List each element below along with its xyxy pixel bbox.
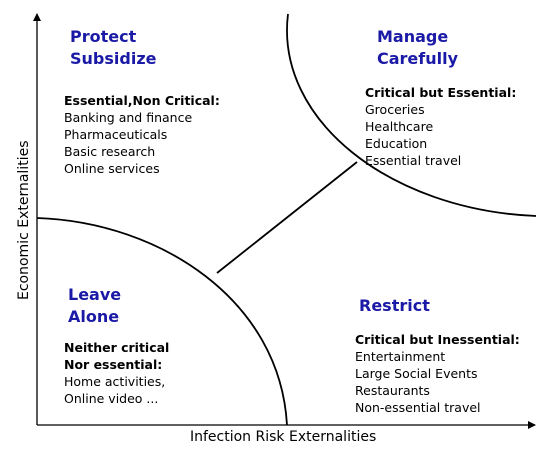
connector-line	[216, 161, 358, 274]
list-item: Essential travel	[365, 153, 462, 168]
list-item: Groceries	[365, 102, 425, 117]
quadrant-list-bottom-left: Neither critical Nor essential: Home act…	[64, 339, 169, 407]
list-header: Nor essential:	[64, 357, 163, 372]
title-line: Carefully	[377, 49, 459, 68]
bottom-left-curve	[36, 217, 288, 426]
title-line: Restrict	[359, 296, 430, 315]
top-right-curve	[286, 13, 537, 217]
list-header: Critical but Inessential:	[355, 332, 520, 347]
list-header: Essential,Non Critical:	[64, 93, 220, 108]
quadrant-title-manage: Manage Carefully	[377, 26, 458, 70]
list-item: Restaurants	[355, 383, 430, 398]
y-axis-label: Economic Externalities	[16, 140, 32, 300]
list-item: Banking and finance	[64, 110, 193, 125]
list-item: Online video ...	[64, 391, 159, 406]
list-header: Critical but Essential:	[365, 85, 517, 100]
quadrant-title-leave: Leave Alone	[68, 284, 121, 328]
quadrant-title-restrict: Restrict	[359, 295, 430, 317]
title-line: Subsidize	[70, 49, 157, 68]
title-line: Manage	[377, 27, 449, 46]
title-line: Leave	[68, 285, 122, 304]
quadrant-list-bottom-right: Critical but Inessential: Entertainment …	[355, 331, 520, 416]
quadrant-list-top-right: Critical but Essential: Groceries Health…	[365, 84, 516, 169]
list-item: Home activities,	[64, 374, 166, 389]
list-item: Large Social Events	[355, 366, 478, 381]
list-item: Education	[365, 136, 428, 151]
x-axis-label: Infection Risk Externalities	[190, 429, 377, 445]
quadrant-list-top-left: Essential,Non Critical: Banking and fina…	[64, 92, 220, 177]
list-item: Online services	[64, 161, 160, 176]
title-line: Alone	[68, 307, 120, 326]
list-header: Neither critical	[64, 340, 170, 355]
list-item: Basic research	[64, 144, 156, 159]
list-item: Pharmaceuticals	[64, 127, 168, 142]
list-item: Entertainment	[355, 349, 446, 364]
quadrant-title-protect: Protect Subsidize	[70, 26, 156, 70]
list-item: Healthcare	[365, 119, 434, 134]
list-item: Non-essential travel	[355, 400, 481, 415]
title-line: Protect	[70, 27, 137, 46]
